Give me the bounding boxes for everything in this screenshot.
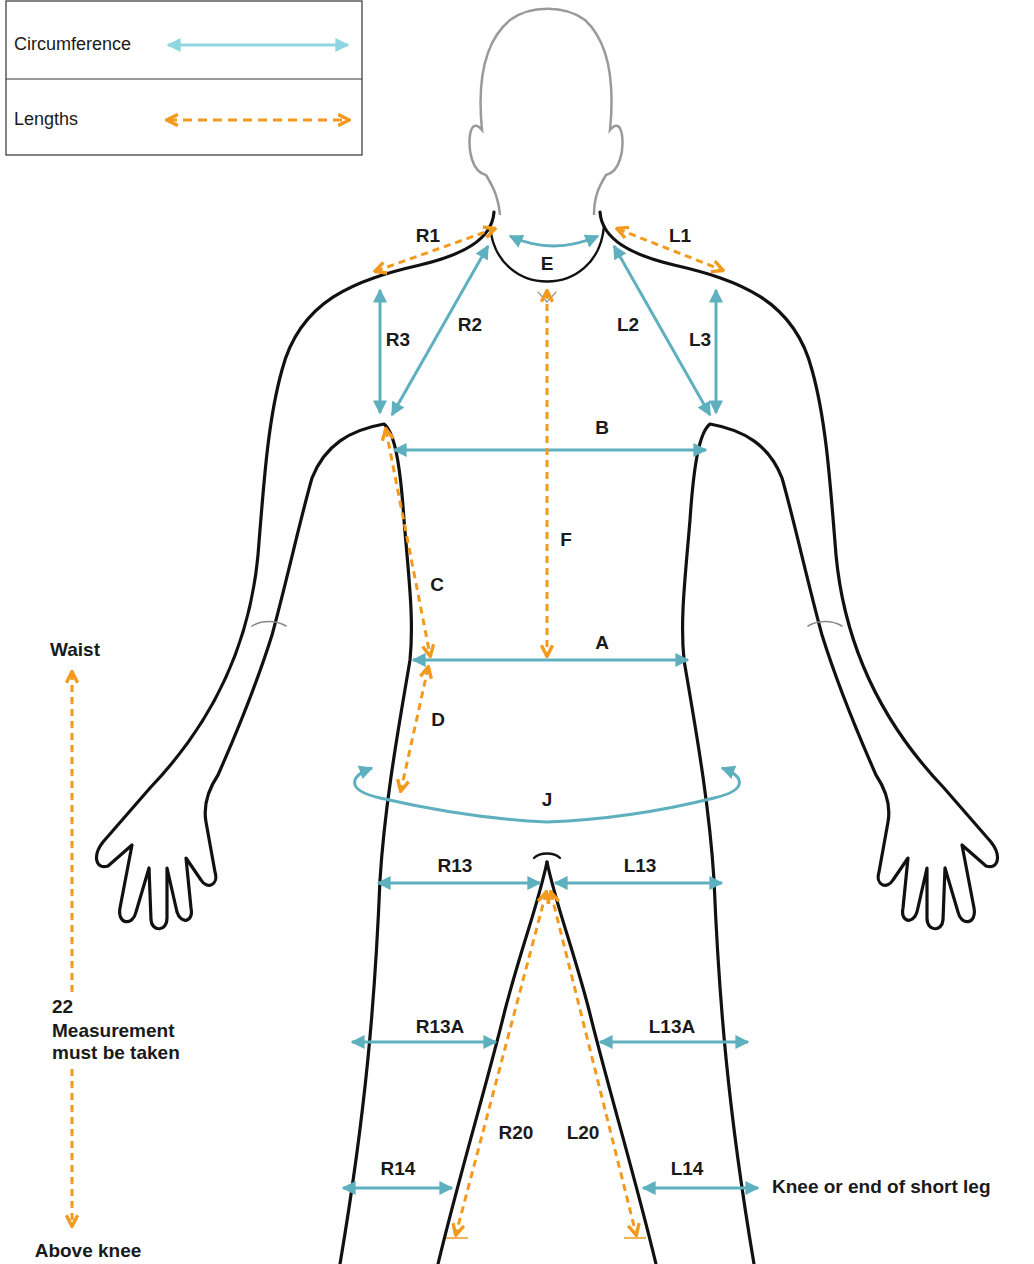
waist-arrow xyxy=(413,659,688,662)
hip-arrow xyxy=(355,768,740,822)
circumference-arrows xyxy=(343,236,758,1188)
measurement-label: Waist xyxy=(48,639,102,661)
measurement-label: E xyxy=(539,253,556,275)
right-inner-leg xyxy=(547,862,656,1264)
measurement-label: L13 xyxy=(622,855,659,877)
measurement-label: J xyxy=(540,789,555,811)
f-arrow xyxy=(546,292,549,655)
c-arrow xyxy=(386,430,430,655)
l20-tick xyxy=(624,1237,646,1239)
callout-number: 22 xyxy=(50,996,75,1018)
measurement-label: L2 xyxy=(615,314,641,336)
neck-arrow xyxy=(510,236,598,246)
chest-arrow xyxy=(394,449,706,452)
measurement-label: A xyxy=(593,632,611,654)
measurement-label: L14 xyxy=(669,1158,706,1180)
l20-arrow xyxy=(551,893,636,1234)
r14-arrow xyxy=(343,1187,452,1190)
legend-text: Lengths xyxy=(12,109,80,130)
right-elbow-mark xyxy=(808,622,842,627)
end-ticks xyxy=(446,1237,646,1239)
measurement-label: B xyxy=(593,417,611,439)
measurement-label: L13A xyxy=(647,1016,697,1038)
measurement-label: C xyxy=(428,574,446,596)
neckline xyxy=(490,226,604,282)
length-arrows xyxy=(72,229,722,1234)
measurement-label: R14 xyxy=(379,1158,418,1180)
measurement-label: R3 xyxy=(384,329,412,351)
measurement-label: L3 xyxy=(687,329,713,351)
r3-arrow xyxy=(379,290,382,413)
l14-arrow xyxy=(643,1187,758,1190)
r13-arrow xyxy=(378,882,540,885)
left-half xyxy=(97,212,547,1264)
right-body-edge xyxy=(600,212,997,1264)
measurement-label: Knee or end of short leg xyxy=(770,1176,993,1198)
measurement-label: Above knee xyxy=(33,1240,144,1262)
measurement-label: R20 xyxy=(497,1122,536,1144)
left-inner-leg xyxy=(438,862,547,1264)
measurement-label: L1 xyxy=(667,225,693,247)
r13a-arrow xyxy=(352,1041,496,1044)
legend-divider xyxy=(6,78,362,79)
measurement-label: Measurement must be taken xyxy=(50,1020,226,1064)
legend-box xyxy=(6,1,362,155)
measurement-label: R2 xyxy=(456,314,484,336)
r20-tick xyxy=(446,1237,468,1239)
d-arrow xyxy=(401,668,428,790)
measurement-label: R13 xyxy=(436,855,475,877)
length-sample xyxy=(168,119,348,122)
measurement-label: D xyxy=(429,709,447,731)
measurement-label: R13A xyxy=(414,1016,467,1038)
r20-arrow xyxy=(456,893,546,1234)
legend-frame xyxy=(6,1,362,155)
crotch-mark xyxy=(534,854,560,859)
right-half xyxy=(547,212,997,1264)
measurement-label: F xyxy=(558,529,574,551)
body-outline xyxy=(97,212,998,1264)
measurement-label: R1 xyxy=(414,225,442,247)
l3-arrow xyxy=(715,290,718,413)
left-elbow-mark xyxy=(252,622,286,627)
legend-text: Circumference xyxy=(12,34,133,55)
measurement-label: L20 xyxy=(565,1122,602,1144)
waist-knee-arrow xyxy=(71,673,74,1225)
l13a-arrow xyxy=(600,1041,748,1044)
l13-arrow xyxy=(555,882,722,885)
circumference-sample xyxy=(168,44,348,47)
head-outline xyxy=(470,9,623,215)
left-body-edge xyxy=(97,212,494,1264)
